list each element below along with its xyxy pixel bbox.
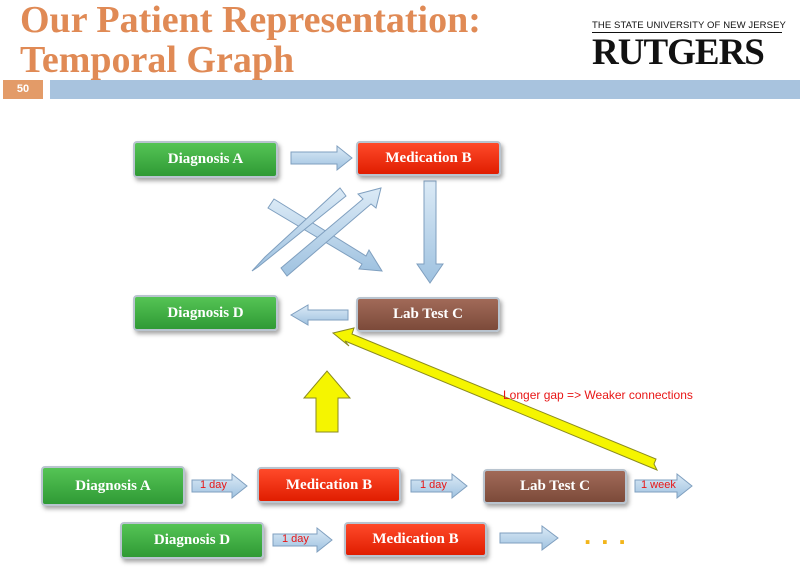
slide-title-line-1: Our Patient Representation: (20, 0, 481, 41)
arrow-medb-to-labc (416, 180, 444, 284)
arrow-row2-continue (499, 525, 559, 551)
seq2-medication-b: Medication B (344, 522, 487, 557)
seq-gap-3: 1 week (641, 479, 676, 491)
node-diagnosis-a: Diagnosis A (133, 141, 278, 178)
seq-label: Lab Test C (519, 478, 591, 494)
arrow-dxd-to-medb (280, 187, 382, 277)
seq-medication-b: Medication B (257, 467, 401, 503)
arrow-medb-to-dxd (251, 187, 347, 272)
node-label: Lab Test C (392, 306, 464, 322)
header-band (50, 80, 800, 99)
arrow-row1-gap3 (634, 472, 693, 500)
arrow-row1-gap1 (191, 472, 248, 500)
node-medication-b: Medication B (356, 141, 501, 176)
slide-number: 50 (3, 80, 43, 99)
rutgers-logo: THE STATE UNIVERSITY OF NEW JERSEY RUTGE… (592, 20, 786, 75)
slide-title-line-2: Temporal Graph (20, 39, 295, 81)
logo-wordmark: RUTGERS (592, 32, 765, 73)
node-lab-test-c: Lab Test C (356, 297, 500, 332)
seq-diagnosis-a: Diagnosis A (41, 466, 185, 506)
arrow-dxa-to-medb (290, 144, 353, 172)
seq-label: Medication B (372, 531, 459, 547)
seq-label: Diagnosis A (75, 477, 151, 494)
seq-lab-test-c: Lab Test C (483, 469, 627, 504)
node-label: Diagnosis A (167, 151, 244, 167)
arrow-row2-gap1 (272, 526, 333, 554)
sequence-to-graph-arrow (302, 370, 352, 433)
seq2-diagnosis-d: Diagnosis D (120, 522, 264, 559)
node-diagnosis-d: Diagnosis D (133, 295, 278, 331)
long-gap-arrow (331, 327, 659, 471)
seq-gap-1: 1 day (200, 479, 227, 491)
arrow-row1-gap2 (410, 472, 468, 500)
seq-label: Medication B (285, 476, 373, 493)
seq-gap-2: 1 day (420, 479, 447, 491)
seq2-gap-1: 1 day (282, 533, 309, 545)
slide-title: Our Patient Representation: Temporal Gra… (20, 0, 481, 80)
ellipsis: ... (584, 520, 636, 550)
gap-annotation: Longer gap => Weaker connections (503, 388, 693, 402)
logo-subtitle: THE STATE UNIVERSITY OF NEW JERSEY (592, 20, 786, 33)
node-label: Medication B (385, 150, 472, 166)
node-label: Diagnosis D (167, 304, 244, 321)
arrow-labc-to-dxd (290, 304, 349, 326)
seq-label: Diagnosis D (153, 532, 231, 548)
